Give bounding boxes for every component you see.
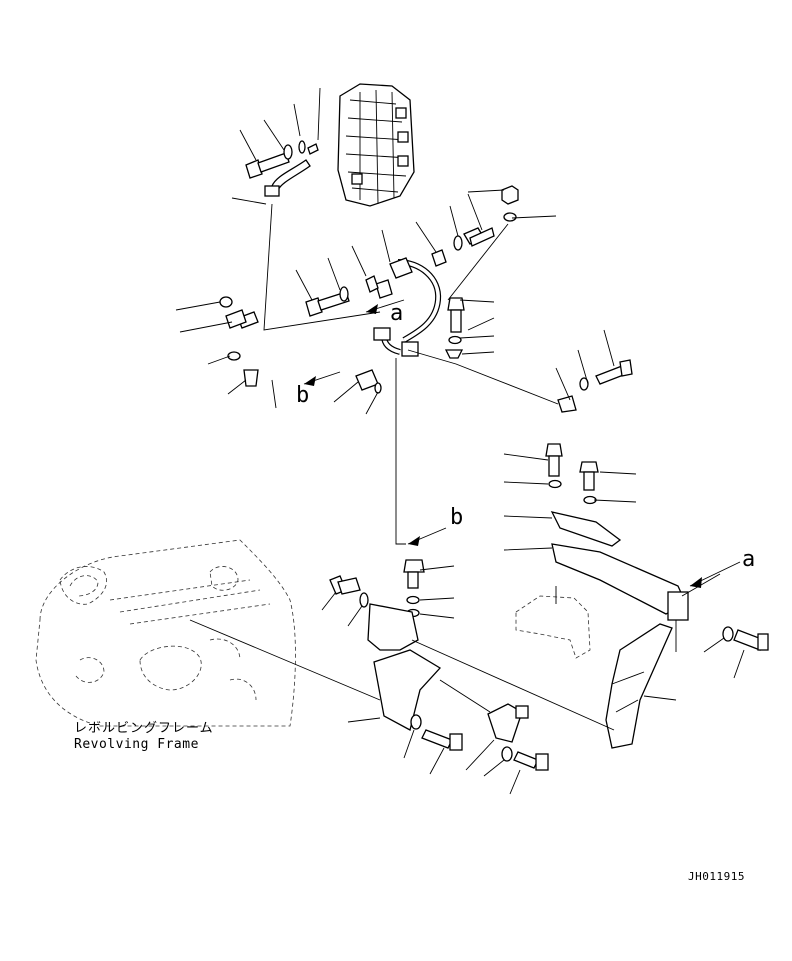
- hose-left: [225, 279, 393, 376]
- leader-lines: [175, 87, 745, 795]
- control-valve: [337, 83, 415, 207]
- mount-bracket-right: [550, 511, 689, 621]
- arrow-b-mid: [407, 527, 447, 546]
- bolt-stack-right: [545, 443, 599, 505]
- arrow-a-top: [365, 299, 405, 314]
- callout-b-left: b: [296, 383, 309, 408]
- arrow-b-left: [303, 371, 341, 386]
- drawing-code: JH011915: [688, 870, 745, 883]
- callout-a-top: a: [390, 301, 403, 326]
- bolt-top-right: [501, 185, 519, 222]
- curved-bracket: [605, 623, 673, 749]
- revolving-frame-sketch: [35, 539, 296, 727]
- callout-b-mid: b: [450, 505, 463, 530]
- hose-middle: [373, 257, 442, 357]
- bolt-bottom-1: [410, 714, 463, 751]
- bolt-bottom-2: [501, 746, 549, 771]
- bracket-lower-small: [487, 703, 529, 743]
- callout-a-right: a: [742, 547, 755, 572]
- frame-label-jp: レボルビングフレーム: [74, 721, 214, 736]
- fitting-left-stack: [219, 296, 382, 394]
- bolt-top-left: [245, 140, 319, 197]
- bracket-center: [329, 559, 442, 731]
- bolt-right-small: [557, 359, 633, 413]
- bolt-right-lower: [722, 626, 769, 651]
- arrow-a-right: [689, 561, 741, 588]
- ghost-bracket: [515, 595, 591, 659]
- frame-label-en: Revolving Frame: [74, 737, 199, 752]
- bolt-stack-center: [444, 297, 465, 359]
- bolt-middle-upper: [305, 227, 495, 317]
